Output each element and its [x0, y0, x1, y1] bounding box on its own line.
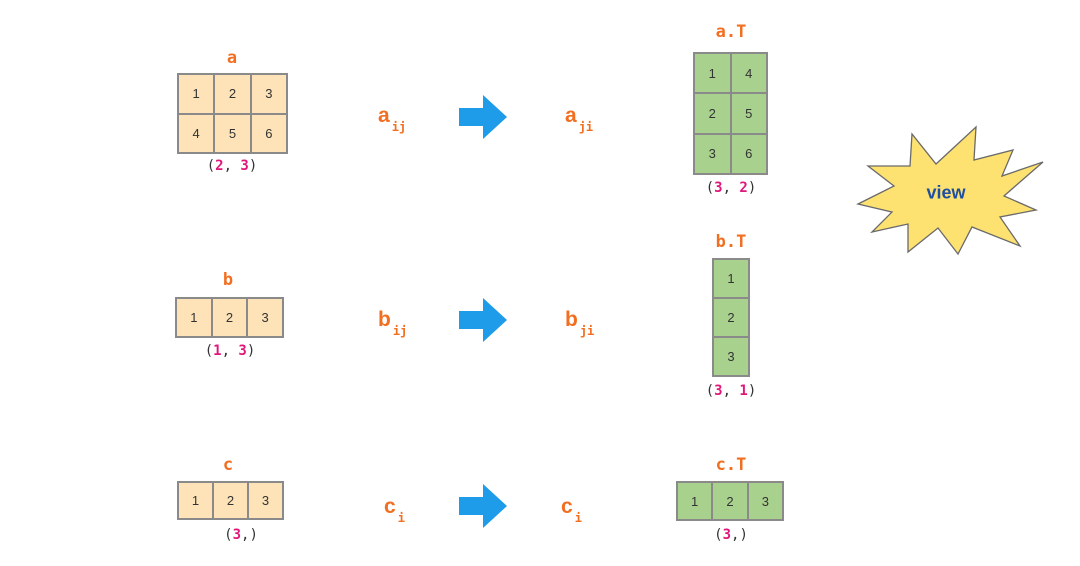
array-a-label: a [226, 48, 238, 68]
right-arrow-icon [459, 95, 507, 139]
array-cell: 1 [713, 259, 749, 298]
array-cell: 3 [247, 298, 283, 337]
array-c-transposed-shape: (3,) [714, 527, 748, 543]
view-label: view [926, 182, 966, 203]
array-a-transposed-label: a.T [715, 22, 747, 42]
array-b-transposed-label: b.T [715, 232, 747, 252]
array-b-transposed-shape: (3, 1) [705, 383, 757, 399]
array-cell: 2 [213, 482, 248, 519]
array-cell: 5 [214, 113, 251, 153]
array-cell: 1 [677, 482, 713, 520]
array-a-grid: 1 2 3 4 5 6 [177, 73, 288, 154]
array-cell: 1 [178, 74, 215, 114]
array-cell: 5 [730, 93, 767, 134]
array-cell: 1 [176, 298, 212, 337]
right-arrow-icon [459, 298, 507, 342]
array-c-transposed-grid: 1 2 3 [676, 481, 784, 521]
array-c-label: c [222, 455, 234, 475]
right-arrow-icon [459, 484, 507, 528]
array-cell: 3 [747, 482, 783, 520]
array-cell: 3 [694, 133, 731, 174]
array-cell: 2 [712, 482, 748, 520]
array-b-shape: (1, 3) [204, 343, 256, 359]
array-cell: 6 [730, 133, 767, 174]
array-cell: 3 [248, 482, 283, 519]
array-a-transposed-grid: 1 4 2 5 3 6 [693, 52, 768, 175]
array-c-transposed-label: c.T [715, 455, 747, 475]
array-cell: 2 [214, 74, 251, 114]
starburst-icon [856, 125, 1044, 256]
array-cell: 1 [178, 482, 213, 519]
array-cell: 4 [730, 53, 767, 94]
array-cell: 4 [178, 113, 215, 153]
array-cell: 2 [211, 298, 248, 337]
array-a-transposed-shape: (3, 2) [705, 180, 757, 196]
array-c-grid: 1 2 3 [177, 481, 284, 520]
array-cell: 2 [694, 93, 731, 134]
array-b-transposed-grid: 1 2 3 [712, 258, 750, 377]
array-a-shape: (2, 3) [206, 158, 258, 174]
array-cell: 1 [694, 53, 731, 94]
array-cell: 3 [250, 74, 287, 114]
array-cell: 2 [713, 298, 749, 337]
array-b-label: b [222, 270, 234, 290]
array-b-grid: 1 2 3 [175, 297, 284, 338]
array-c-shape: (3,) [224, 527, 258, 543]
array-cell: 6 [250, 113, 287, 153]
array-cell: 3 [713, 337, 749, 376]
